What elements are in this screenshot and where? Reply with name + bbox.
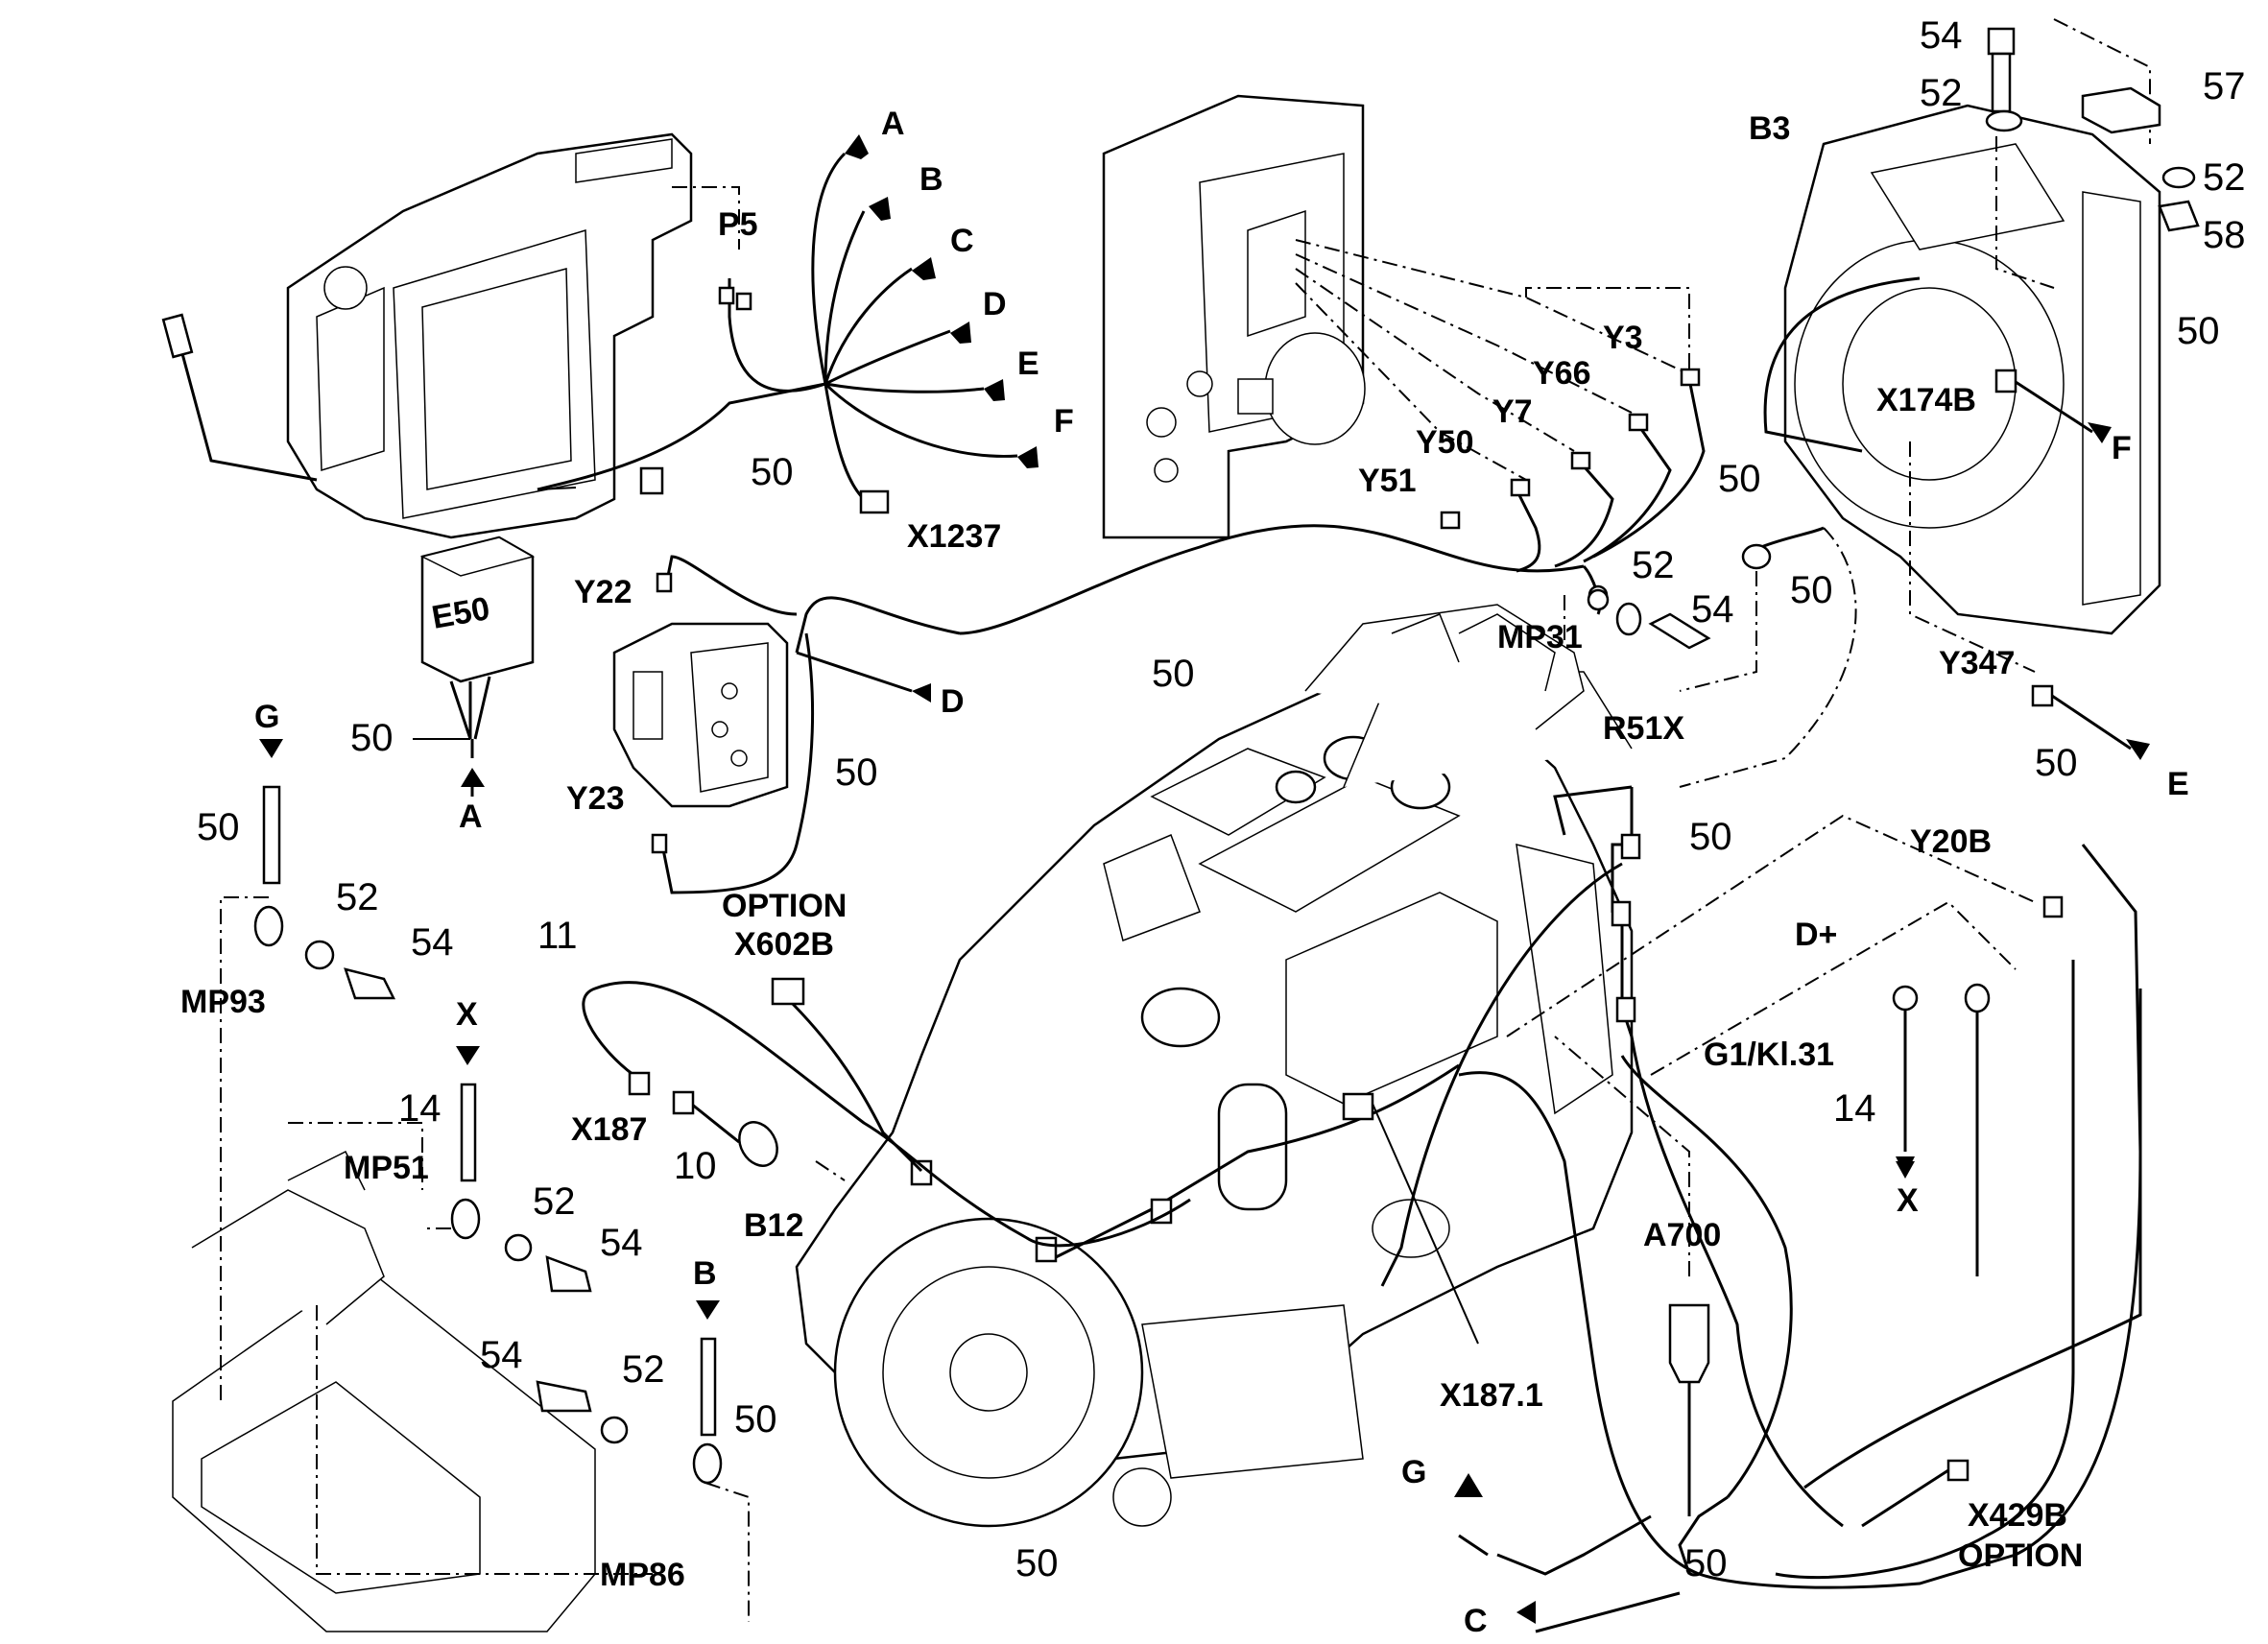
hydraulic-block-assembly <box>1102 94 1366 539</box>
label-a-lower: A <box>459 798 483 835</box>
harness-upper-left <box>537 134 1039 514</box>
label-a700: A700 <box>1643 1217 1721 1253</box>
bottom-arrows <box>1454 1473 1536 1624</box>
harness-engine <box>910 785 2142 1633</box>
e50-module <box>413 536 535 758</box>
control-unit-assembly <box>161 132 740 539</box>
part-number-54-g: 54 <box>411 921 454 964</box>
label-mp31: MP31 <box>1497 619 1583 655</box>
part-number-52-g: 52 <box>336 876 379 918</box>
part-number-50-r51x: 50 <box>1790 569 1833 611</box>
ground-wire-b <box>536 1300 750 1622</box>
label-x-right: X <box>1897 1182 1919 1219</box>
label-a-top: A <box>881 106 905 142</box>
chassis-frame <box>172 1122 653 1632</box>
part-number-52-mp31: 52 <box>1632 544 1675 586</box>
label-option-x602b: OPTION <box>722 888 847 924</box>
x429b-group <box>1861 1459 1970 1528</box>
part-number-11: 11 <box>537 915 578 957</box>
label-f-right: F <box>2112 430 2132 466</box>
harness-solenoids <box>1295 239 1706 573</box>
label-mp93: MP93 <box>180 984 266 1020</box>
label-c-top: C <box>950 223 974 259</box>
part-number-50-center: 50 <box>1152 653 1195 695</box>
label-y66: Y66 <box>1533 355 1591 392</box>
label-y51: Y51 <box>1358 463 1417 499</box>
label-g1-kl31: G1/Kl.31 <box>1704 1036 1834 1073</box>
part-number-52-top-left: 52 <box>1920 72 1963 114</box>
part-number-10: 10 <box>674 1145 717 1187</box>
ground-wire-g <box>220 739 396 1401</box>
label-y50: Y50 <box>1416 424 1474 461</box>
label-x187: X187 <box>571 1111 647 1148</box>
label-option-x429b: OPTION <box>1958 1537 2083 1574</box>
part-number-54-mp31: 54 <box>1691 588 1734 631</box>
label-x187-1: X187.1 <box>1440 1377 1543 1414</box>
part-number-52-top-right: 52 <box>2203 156 2246 199</box>
part-number-54-x: 54 <box>600 1222 643 1264</box>
label-x1237: X1237 <box>907 518 1001 555</box>
label-e-right: E <box>2167 766 2189 802</box>
label-y7: Y7 <box>1492 393 1533 430</box>
label-c-bottom: C <box>1464 1603 1488 1639</box>
arrow-x-lower <box>1896 1161 1915 1179</box>
label-d-mid: D <box>941 683 965 720</box>
label-y347: Y347 <box>1939 645 2015 681</box>
part-number-50-solenoids: 50 <box>1718 458 1761 500</box>
part-number-50-e50: 50 <box>350 717 394 759</box>
part-number-50-bottom: 50 <box>1684 1542 1728 1584</box>
label-b3: B3 <box>1749 110 1790 147</box>
arrow-a-lower <box>461 768 485 797</box>
label-x-left: X <box>456 996 478 1033</box>
label-y23: Y23 <box>566 780 625 817</box>
valve-block <box>612 622 789 808</box>
label-d-top: D <box>983 286 1007 322</box>
part-number-54-b: 54 <box>480 1334 523 1376</box>
part-number-57: 57 <box>2203 65 2246 107</box>
label-x602b: X602B <box>734 926 834 963</box>
x174b-group <box>1994 369 2150 760</box>
part-number-50-g: 50 <box>197 806 240 848</box>
label-x429b: X429B <box>1968 1497 2067 1534</box>
part-number-14-left: 14 <box>398 1087 442 1130</box>
label-y22: Y22 <box>574 574 633 610</box>
ground-wire-x <box>422 1046 592 1293</box>
part-number-50-engine-right: 50 <box>1689 816 1732 858</box>
part-number-50-y347: 50 <box>2035 742 2078 784</box>
label-x174b: X174B <box>1876 382 1976 418</box>
part-number-50-x174b: 50 <box>2177 310 2220 352</box>
part-number-52-b: 52 <box>622 1348 665 1391</box>
label-p5: P5 <box>718 206 758 243</box>
label-b12: B12 <box>744 1207 803 1244</box>
radiator-assembly <box>1763 18 2161 673</box>
part-number-50-valve: 50 <box>835 751 878 794</box>
part-number-50-sensor: 50 <box>1015 1542 1059 1584</box>
label-b-top: B <box>919 161 943 198</box>
label-r51x: R51X <box>1603 710 1684 747</box>
label-mp86: MP86 <box>600 1557 685 1593</box>
engine-frame <box>1304 604 1585 730</box>
part-number-52-x: 52 <box>533 1180 576 1223</box>
label-y20b: Y20B <box>1910 823 1992 860</box>
part-number-50-b: 50 <box>734 1398 777 1441</box>
label-f-top: F <box>1054 403 1074 440</box>
label-e-top: E <box>1017 345 1039 382</box>
r51x-group <box>1679 526 1857 788</box>
harness-valve <box>651 524 1609 894</box>
a700-group <box>1372 1036 1710 1516</box>
mp31-group <box>1564 588 1711 650</box>
label-y3: Y3 <box>1603 320 1643 356</box>
label-d-plus: D+ <box>1795 917 1837 953</box>
label-mp51: MP51 <box>344 1150 429 1186</box>
label-g-left: G <box>254 699 279 735</box>
label-g-bottom: G <box>1401 1454 1426 1490</box>
part-number-14-right: 14 <box>1833 1087 1876 1130</box>
harness-sensor <box>582 977 1191 1248</box>
fastener-stack-top-right <box>1985 27 2200 232</box>
part-number-54-top: 54 <box>1920 14 1963 57</box>
label-b-left: B <box>693 1255 717 1292</box>
part-number-58: 58 <box>2203 214 2246 256</box>
part-number-50-harness-top: 50 <box>751 451 794 493</box>
